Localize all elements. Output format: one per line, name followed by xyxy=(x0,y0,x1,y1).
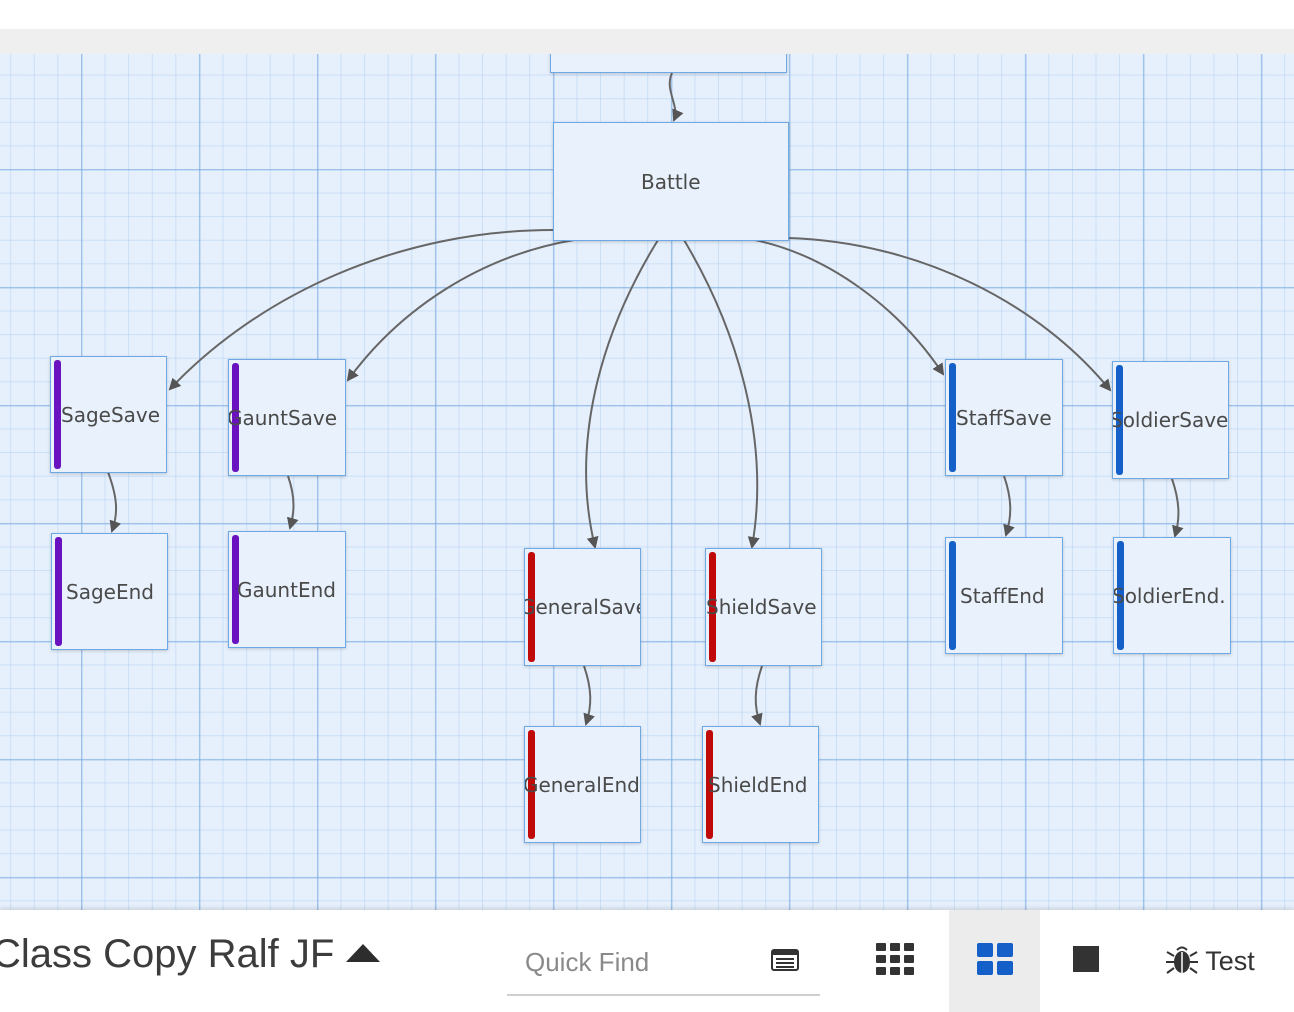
bar-blue xyxy=(1117,541,1124,650)
caret-up-icon xyxy=(346,944,381,963)
bar-blue xyxy=(949,541,956,650)
node-label: ShieldEnd xyxy=(708,772,808,797)
edge-battle-shieldsave xyxy=(683,239,760,549)
edge-staffsave-staffend xyxy=(1003,475,1015,537)
flow-canvas[interactable]: Battle SageSave SageEnd GauntSave GauntE… xyxy=(0,54,1294,910)
edge-soldiersave-soldierend xyxy=(1171,478,1184,538)
node-label: SoldierEnd. xyxy=(1113,583,1226,608)
top-bar xyxy=(0,0,1294,29)
bar-red xyxy=(528,552,535,662)
node-label: SageEnd xyxy=(66,579,154,604)
node-label: StaffSave xyxy=(956,405,1052,430)
grid-large-icon xyxy=(976,943,1013,979)
node-top-partial[interactable] xyxy=(550,54,787,73)
edge-top-battle xyxy=(668,72,684,122)
node-soldierend[interactable]: SoldierEnd. xyxy=(1113,537,1231,654)
bar-red xyxy=(706,730,713,839)
edge-generalsave-generalend xyxy=(583,665,595,726)
bar-red xyxy=(709,552,716,662)
list-icon[interactable] xyxy=(771,948,799,976)
node-label: GeneralEnd xyxy=(524,772,640,797)
bar-purple xyxy=(54,360,61,469)
node-label: GauntEnd xyxy=(237,577,336,602)
edge-battle-soldiersave xyxy=(787,237,1112,392)
view-grid-large-button[interactable] xyxy=(949,910,1040,1012)
node-label: GeneralSave xyxy=(524,595,641,619)
node-generalend[interactable]: GeneralEnd xyxy=(524,726,641,843)
node-gauntsave[interactable]: GauntSave xyxy=(228,359,346,476)
edge-gauntsave-gauntend xyxy=(286,475,299,530)
node-label: SoldierSave xyxy=(1112,408,1229,432)
connector-layer xyxy=(107,72,1184,726)
node-label: ShieldSave xyxy=(706,595,817,619)
edge-battle-generalsave xyxy=(585,239,659,549)
square-icon xyxy=(1073,946,1099,976)
edge-battle-staffsave xyxy=(754,239,945,376)
edge-sagesave-sageend xyxy=(107,471,121,533)
node-shieldsave[interactable]: ShieldSave xyxy=(705,548,822,666)
bottom-toolbar: Class Copy Ralf JF xyxy=(0,910,1294,1012)
quick-find xyxy=(507,934,820,996)
bar-purple xyxy=(232,363,239,472)
bar-blue xyxy=(1116,365,1123,475)
bar-red xyxy=(528,730,535,839)
node-shieldend[interactable]: ShieldEnd xyxy=(702,726,819,843)
test-label: Test xyxy=(1205,945,1255,976)
node-sagesave[interactable]: SageSave xyxy=(50,356,167,473)
grid-small-icon xyxy=(876,943,914,979)
node-soldiersave[interactable]: SoldierSave xyxy=(1112,361,1229,479)
flow-name: Class Copy Ralf JF xyxy=(0,932,335,976)
test-button[interactable]: Test xyxy=(1150,910,1270,1012)
node-label: Battle xyxy=(641,169,701,194)
bar-blue xyxy=(949,363,956,472)
quick-find-input[interactable] xyxy=(523,942,757,982)
node-battle[interactable]: Battle xyxy=(553,122,789,241)
node-sageend[interactable]: SageEnd xyxy=(51,533,168,650)
flow-name-selector[interactable]: Class Copy Ralf JF xyxy=(0,932,381,977)
edge-battle-gauntsave xyxy=(346,239,575,382)
node-label: GauntSave xyxy=(228,405,338,430)
node-generalsave[interactable]: GeneralSave xyxy=(524,548,641,666)
edge-shieldsave-shieldend xyxy=(751,665,763,726)
node-staffsave[interactable]: StaffSave xyxy=(945,359,1063,476)
node-label: SageSave xyxy=(61,402,161,427)
bar-purple xyxy=(232,535,239,644)
edge-battle-sagesave xyxy=(168,229,554,391)
node-label: StaffEnd xyxy=(960,583,1045,608)
view-single-button[interactable] xyxy=(1050,910,1122,1012)
bar-purple xyxy=(55,537,62,646)
node-gauntend[interactable]: GauntEnd xyxy=(228,531,346,648)
view-grid-small-button[interactable] xyxy=(857,910,933,1012)
sub-toolbar xyxy=(0,29,1294,54)
bug-icon xyxy=(1165,942,1199,980)
node-staffend[interactable]: StaffEnd xyxy=(945,537,1063,654)
